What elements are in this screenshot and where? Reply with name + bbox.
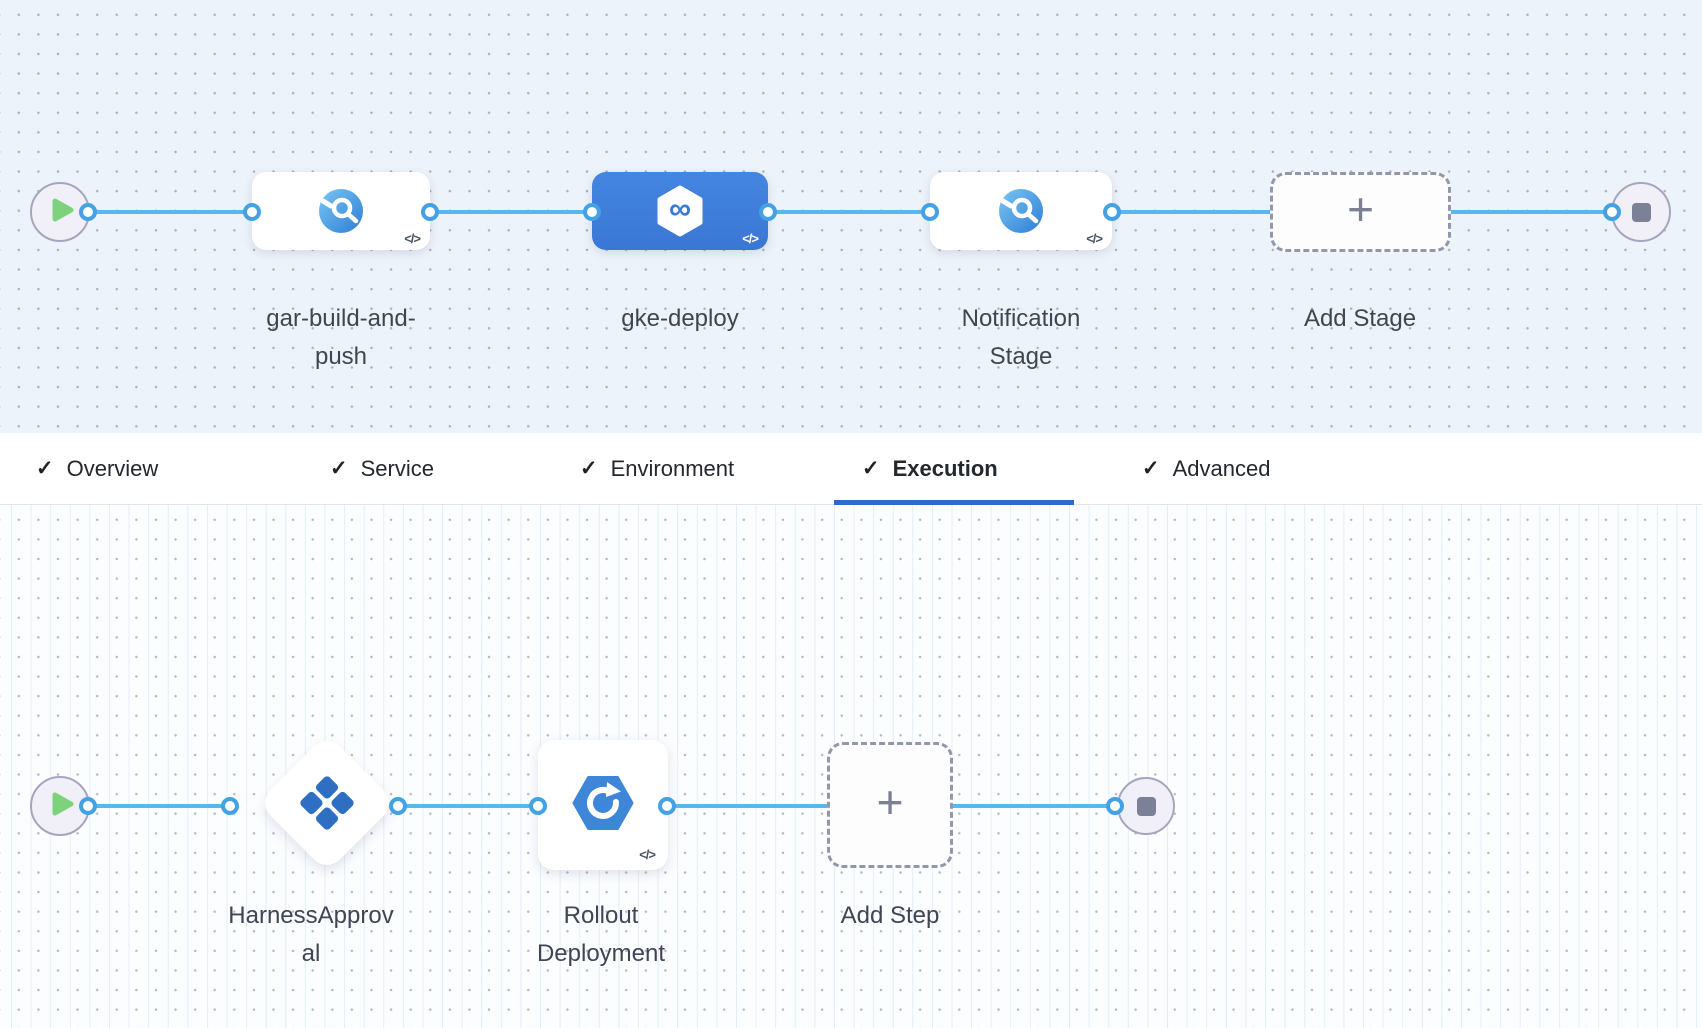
- play-icon: [52, 198, 74, 227]
- tab-advanced[interactable]: ✓ Advanced: [1142, 433, 1270, 504]
- stop-icon: [1631, 202, 1651, 222]
- tab-overview[interactable]: ✓ Overview: [36, 433, 158, 504]
- cd-stage-icon: ∞: [654, 185, 706, 237]
- connector-dot[interactable]: [1603, 203, 1621, 221]
- stage-card-notification-stage[interactable]: </>: [930, 172, 1112, 250]
- pipeline-start-node: [30, 182, 90, 242]
- stage-canvas: </> ∞ </> </> +: [0, 0, 1702, 433]
- custom-stage-icon: [315, 185, 367, 237]
- approval-icon: [298, 774, 356, 832]
- infinity-glyph: ∞: [668, 191, 692, 226]
- play-icon: [52, 792, 74, 821]
- execution-canvas: </> + HarnessApprov al Rollout Deploymen…: [0, 505, 1702, 1028]
- tab-service[interactable]: ✓ Service: [330, 433, 434, 504]
- add-step-button[interactable]: +: [827, 742, 953, 868]
- connector-dot[interactable]: [421, 203, 439, 221]
- step-label: Rollout Deployment: [536, 902, 666, 967]
- check-icon: ✓: [36, 457, 54, 480]
- connector-dot[interactable]: [529, 797, 547, 815]
- step-harness-approval[interactable]: [257, 733, 397, 873]
- step-rollout-deployment[interactable]: </>: [538, 740, 668, 870]
- add-step-label: Add Step: [840, 902, 940, 929]
- stage-card-gke-deploy[interactable]: ∞ </>: [592, 172, 768, 250]
- step-edge-line: [398, 804, 1115, 808]
- connector-dot[interactable]: [389, 797, 407, 815]
- tab-label: Service: [360, 455, 434, 481]
- tab-environment[interactable]: ✓ Environment: [580, 433, 734, 504]
- tab-label: Environment: [610, 455, 735, 481]
- stage-label: gke-deploy: [621, 305, 739, 332]
- check-icon: ✓: [580, 457, 598, 480]
- connector-dot[interactable]: [1106, 797, 1124, 815]
- check-icon: ✓: [1142, 457, 1160, 480]
- add-stage-label: Add Stage: [1303, 305, 1417, 332]
- check-icon: ✓: [862, 457, 880, 480]
- check-icon: ✓: [330, 457, 348, 480]
- tab-execution[interactable]: ✓ Execution: [862, 433, 998, 504]
- connector-dot[interactable]: [921, 203, 939, 221]
- code-toggle-icon[interactable]: </>: [1086, 231, 1103, 246]
- stop-icon: [1136, 796, 1156, 816]
- step-edge-line: [88, 804, 230, 808]
- rollout-deployment-icon: [572, 772, 634, 839]
- connector-dot[interactable]: [221, 797, 239, 815]
- tab-label: Advanced: [1172, 455, 1271, 481]
- stage-edge-line: [88, 210, 1612, 214]
- stage-label: Notification Stage: [961, 305, 1081, 370]
- code-toggle-icon[interactable]: </>: [742, 231, 759, 246]
- execution-end-node: [1117, 777, 1175, 835]
- connector-dot[interactable]: [79, 203, 97, 221]
- code-toggle-icon[interactable]: </>: [404, 231, 421, 246]
- custom-stage-icon: [995, 185, 1047, 237]
- add-stage-button[interactable]: +: [1270, 172, 1451, 252]
- step-label: HarnessApprov al: [228, 902, 394, 967]
- connector-dot[interactable]: [759, 203, 777, 221]
- connector-dot[interactable]: [243, 203, 261, 221]
- tab-label: Execution: [892, 455, 998, 481]
- plus-icon: +: [876, 776, 904, 828]
- code-toggle-icon[interactable]: </>: [639, 847, 656, 862]
- stage-label: gar-build-and- push: [266, 305, 416, 370]
- connector-dot[interactable]: [1103, 203, 1121, 221]
- stage-config-tab-bar: ✓ Overview ✓ Service ✓ Environment ✓ Exe…: [0, 433, 1702, 505]
- connector-dot[interactable]: [658, 797, 676, 815]
- connector-dot[interactable]: [583, 203, 601, 221]
- connector-dot[interactable]: [79, 797, 97, 815]
- stage-card-gar-build-and-push[interactable]: </>: [252, 172, 430, 250]
- tab-label: Overview: [66, 455, 159, 481]
- plus-icon: +: [1347, 183, 1374, 235]
- active-tab-underline: [834, 500, 1074, 505]
